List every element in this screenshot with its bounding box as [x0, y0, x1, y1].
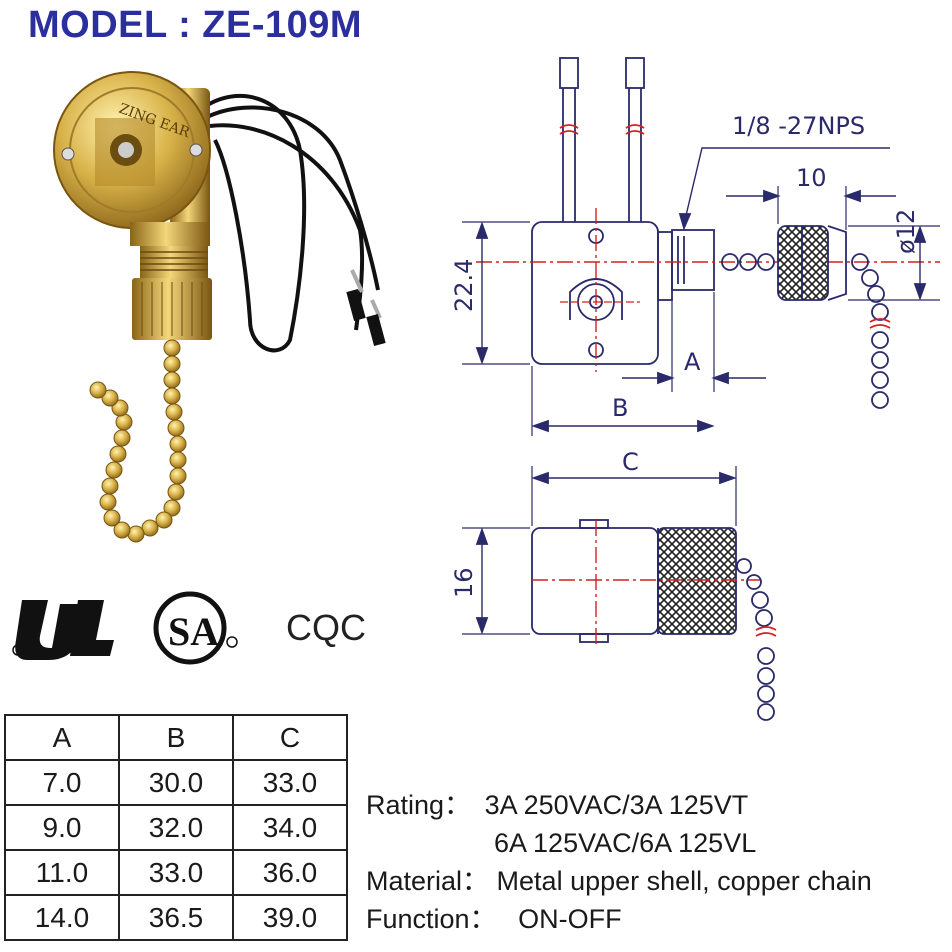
function-line: Function： ON-OFF	[366, 900, 872, 938]
dim-16-label: 16	[450, 567, 478, 598]
bead-chain	[89, 339, 187, 543]
dim-c-label: C	[622, 448, 639, 476]
table-row: 7.0 30.0 33.0	[4, 759, 348, 806]
table-cell: 36.5	[118, 894, 234, 941]
table-cell: 33.0	[118, 849, 234, 896]
table-cell: 30.0	[118, 759, 234, 806]
table-header-row: A B C	[4, 714, 348, 761]
dim-b-label: B	[612, 394, 628, 422]
dim-22-4-label: 22.4	[450, 259, 478, 312]
table-row: 9.0 32.0 34.0	[4, 804, 348, 851]
spec-list: Rating： 3A 250VAC/3A 125VT 6A 125VAC/6A …	[366, 786, 872, 938]
table-cell: 14.0	[4, 894, 120, 941]
table-row: 14.0 36.5 39.0	[4, 894, 348, 941]
rating-value-1: 3A 250VAC/3A 125VT	[484, 790, 749, 820]
ul-mark: UL	[0, 0, 114, 660]
thread-spec-label: 1/8 -27NPS	[732, 112, 865, 140]
rating-line-2: 6A 125VAC/6A 125VL	[366, 824, 872, 862]
csa-mark: SA	[153, 591, 238, 665]
table-cell: 39.0	[232, 894, 348, 941]
ul-mark-text: UL	[0, 0, 2, 1]
dimension-table: A B C 7.0 30.0 33.0 9.0 32.0 34.0 11.0 3…	[4, 714, 348, 941]
table-cell: 7.0	[4, 759, 120, 806]
model-title: MODEL : ZE-109M	[28, 4, 363, 46]
table-header-a: A	[4, 714, 120, 761]
table-cell: 34.0	[232, 804, 348, 851]
rating-line-1: Rating： 3A 250VAC/3A 125VT	[366, 786, 872, 824]
cqc-mark: CQC	[286, 607, 366, 648]
dim-10-label: 10	[796, 164, 827, 192]
table-row: 11.0 33.0 36.0	[4, 849, 348, 896]
dim-a-label: A	[684, 348, 701, 376]
material-line: Material： Metal upper shell, copper chai…	[366, 862, 872, 900]
table-cell: 33.0	[232, 759, 348, 806]
csa-mark-text: SA	[168, 609, 219, 654]
material-label: Material：	[366, 866, 490, 896]
table-cell: 9.0	[4, 804, 120, 851]
dim-dia12-label: ø12	[892, 209, 920, 254]
function-value: ON-OFF	[518, 904, 622, 934]
table-cell: 36.0	[232, 849, 348, 896]
product-photo: ZING EAR	[53, 71, 386, 543]
table-cell: 11.0	[4, 849, 120, 896]
rating-value-2: 6A 125VAC/6A 125VL	[494, 828, 757, 858]
rating-label: Rating：	[366, 790, 472, 820]
side-view-drawing	[462, 466, 777, 721]
table-cell: 32.0	[118, 804, 234, 851]
function-label: Function：	[366, 904, 497, 934]
front-view-drawing	[462, 57, 940, 436]
table-header-b: B	[118, 714, 234, 761]
table-header-c: C	[232, 714, 348, 761]
material-value: Metal upper shell, copper chain	[496, 866, 872, 896]
